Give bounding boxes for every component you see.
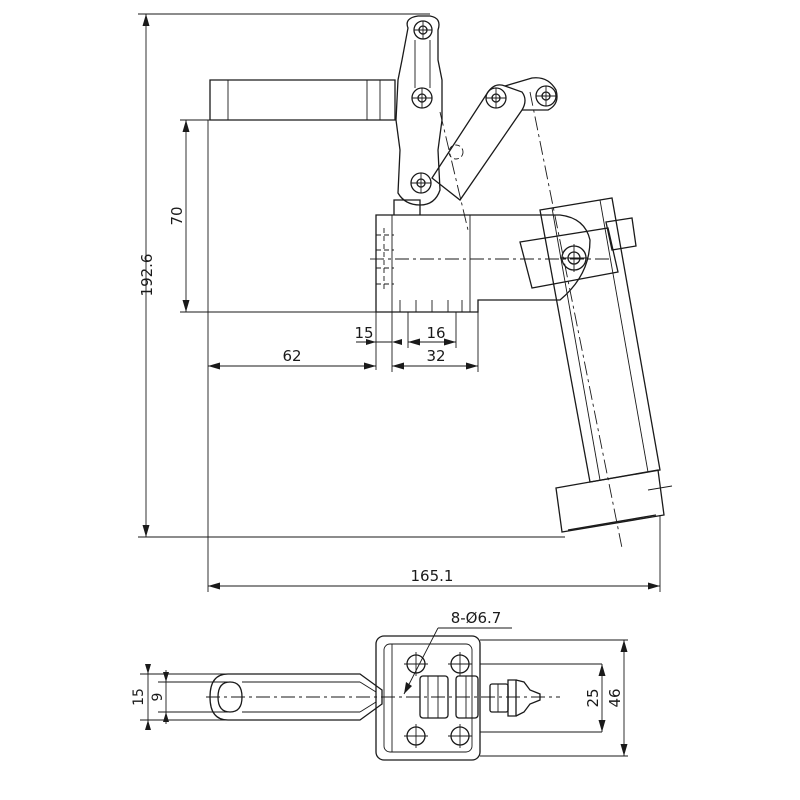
dim-label-base-edge: 15 (354, 324, 373, 342)
top-plunger (419, 675, 541, 719)
dim-label-base-offset: 62 (282, 347, 301, 365)
dim-label-hole-pitch: 16 (426, 324, 445, 342)
dim-base-edge: 15 (354, 324, 402, 345)
dim-overall-length: 165.1 (208, 567, 660, 590)
dim-handle-height: 70 (168, 119, 376, 313)
dim-total-height: 192.6 (138, 13, 565, 538)
dim-base-width: 32 (392, 347, 478, 370)
dim-label-base-width: 32 (426, 347, 445, 365)
top-handle (206, 673, 560, 721)
front-view: 192.6 70 15 16 (138, 13, 673, 592)
dim-label-handle-outer: 15 (131, 688, 147, 706)
top-view: 8-Ø6.7 15 9 25 46 (131, 609, 628, 761)
dim-base-widths: 25 46 (584, 640, 628, 756)
dim-label-handle-inner: 9 (150, 693, 166, 702)
dim-label-base-outer: 46 (606, 688, 624, 707)
dim-holes-callout: 8-Ø6.7 (403, 609, 512, 695)
dim-label-holes: 8-Ø6.7 (451, 609, 502, 627)
handle-grip (209, 79, 396, 121)
handle-arm (395, 15, 443, 206)
dim-base-offset: 62 (208, 347, 376, 370)
plunger-assembly (519, 91, 673, 549)
dim-label-base-inner: 25 (584, 688, 602, 707)
linkage (431, 77, 558, 231)
dim-label-total-height: 192.6 (138, 254, 156, 297)
dim-label-overall-length: 165.1 (411, 567, 454, 585)
dim-hole-pitch: 16 (408, 324, 456, 346)
dim-handle-widths: 15 9 (131, 664, 230, 730)
dim-label-handle-height: 70 (168, 206, 186, 225)
base-body (370, 199, 610, 313)
top-base (375, 635, 481, 761)
